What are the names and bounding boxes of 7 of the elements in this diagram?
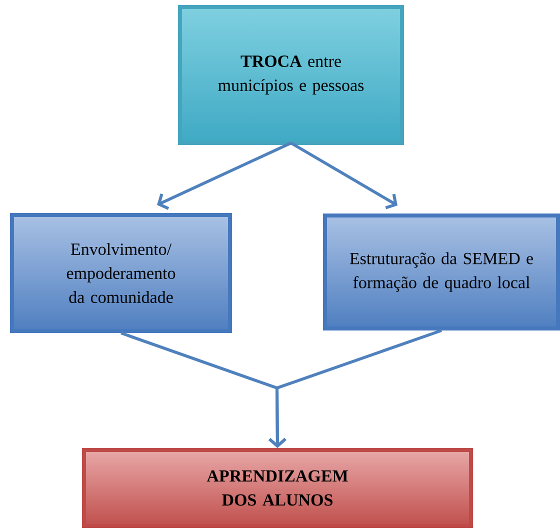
process-box: APRENDIZAGEM DOS ALUNOS — [82, 448, 473, 528]
arrow — [290, 142, 398, 210]
process-box: TROCA entre municípios e pessoas — [178, 5, 404, 145]
process-box: Envolvimento/ empoderamento da comunidade — [10, 213, 232, 333]
process-box: Estruturação da SEMED e formação de quadro local — [323, 214, 560, 330]
arrow — [157, 142, 292, 210]
arrow — [268, 329, 442, 448]
